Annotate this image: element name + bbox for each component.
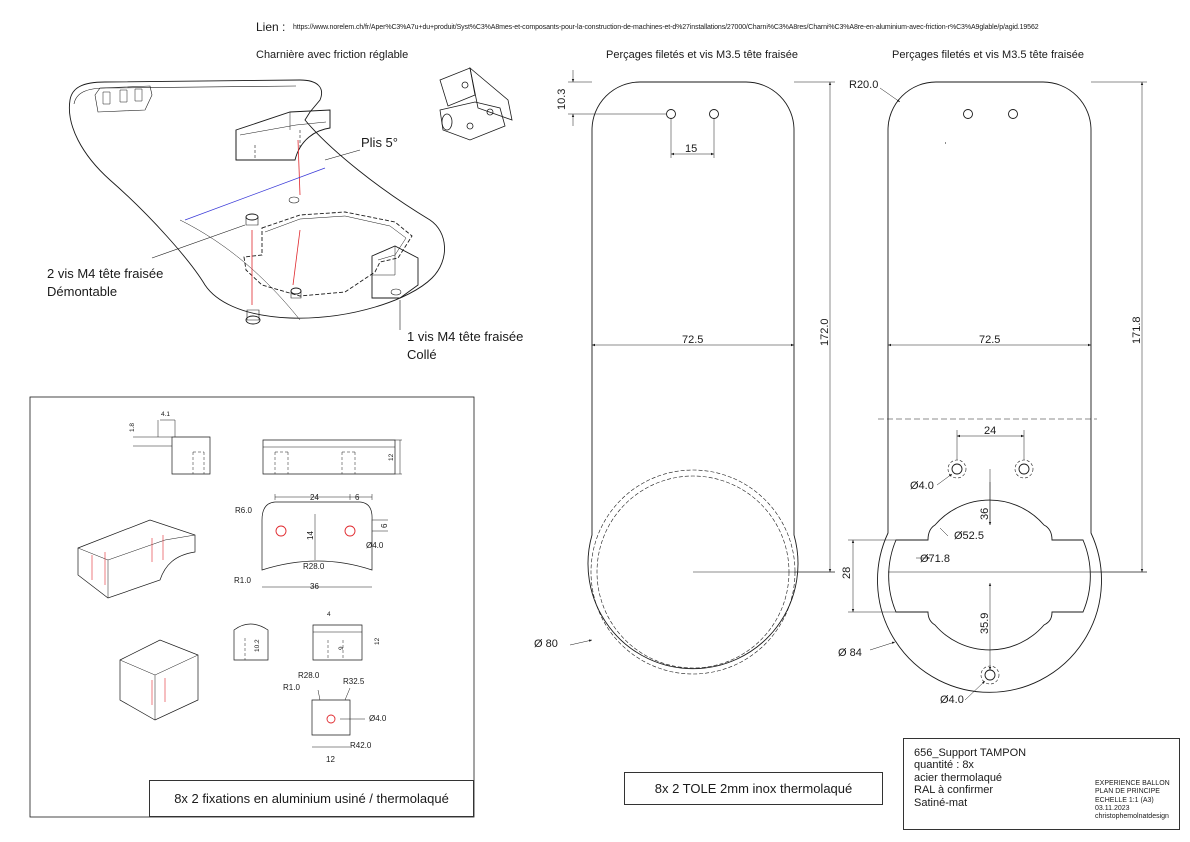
plate1-dim-width: 72.5 [682, 334, 704, 346]
fix-dim-r6: R6.0 [235, 506, 252, 515]
plate2-dim-hole-b: Ø4.0 [940, 694, 964, 706]
tole-caption: 8x 2 TOLE 2mm inox thermolaqué [624, 772, 883, 805]
plate2-drawing [848, 81, 1147, 701]
fixations-panel [29, 396, 475, 818]
fix-dim-4a: Ø4.0 [366, 541, 384, 550]
fix-dim-14: 14 [306, 531, 315, 540]
plate2-dim-71-8: Ø71.8 [920, 553, 950, 565]
fix-dim-12c: 12 [326, 755, 335, 764]
fix-dim-r28a: R28.0 [303, 562, 325, 571]
hinge-sketch [439, 66, 513, 141]
product-link[interactable]: https://www.norelem.ch/fr/Aper%C3%A7u+du… [293, 24, 1039, 31]
plan-type: PLAN DE PRINCIPE [1095, 788, 1160, 796]
plate2-dim-hole-spacing: 24 [984, 425, 997, 437]
plate2-dim-radius: R20.0 [849, 79, 879, 91]
fix-dim-24: 24 [310, 493, 319, 502]
fix-dim-4-1: 4.1 [161, 411, 171, 418]
screw1-label-line2: Collé [407, 347, 437, 362]
plate1-dim-hole-spacing: 15 [685, 143, 698, 155]
plan-date: 03.11.2023 [1095, 804, 1130, 812]
screw2-label-line1: 2 vis M4 tête fraisée [47, 266, 164, 281]
fix-dim-r28b: R28.0 [298, 671, 320, 680]
plate2-dim-28: 28 [841, 566, 853, 579]
fix-dim-r42: R42.0 [350, 741, 372, 750]
fix-dim-r1a: R1.0 [234, 576, 251, 585]
plate1-section-title: Perçages filetés et vis M3.5 tête fraisé… [606, 49, 798, 61]
fix-dim-12a: 12 [388, 453, 395, 461]
plan-scale: ECHELLE 1:1 (A3) [1095, 796, 1154, 804]
title-block: 656_Support TAMPON quantité : 8x acier t… [903, 738, 1180, 830]
plate2-dim-52-5: Ø52.5 [954, 530, 984, 542]
part-finish: Satiné-mat [914, 796, 968, 809]
plate2-dim-height: 171.8 [1131, 316, 1143, 344]
fix-dim-9: 9 [338, 646, 345, 650]
fix-dim-1-8: 1.8 [129, 422, 136, 432]
part-name: 656_Support TAMPON [914, 747, 1027, 759]
plate2-dim-36: 36 [979, 507, 991, 520]
fix-dim-36: 36 [310, 582, 319, 591]
project-name: EXPERIENCE BALLON [1095, 780, 1170, 787]
fix-dim-12b: 12 [374, 637, 381, 645]
plate1-dim-diameter: Ø 80 [534, 638, 558, 650]
plate2-dim-diameter: Ø 84 [838, 647, 862, 659]
fix-dim-10-2: 10.2 [254, 639, 261, 652]
link-label: Lien : [256, 20, 286, 34]
plate1-dim-top: 10.3 [556, 88, 568, 110]
iso-assembly-view [68, 79, 445, 330]
hinge-section-title: Charnière avec friction réglable [256, 49, 409, 61]
screw1-label-line1: 1 vis M4 tête fraisée [407, 329, 524, 344]
fix-dim-6a: 6 [355, 493, 360, 502]
plate2-dim-width: 72.5 [979, 334, 1001, 346]
part-material: acier thermolaqué [914, 771, 1003, 784]
fold-angle-label: Plis 5° [361, 135, 398, 150]
fix-dim-4: 4 [327, 611, 331, 618]
plate1-drawing [568, 70, 835, 675]
plan-author: christophemolnatdesign [1095, 813, 1169, 821]
fix-dim-r1b: R1.0 [283, 683, 300, 692]
fixations-caption: 8x 2 fixations en aluminium usiné / ther… [149, 780, 474, 817]
plate2-dim-hole-a: Ø4.0 [910, 480, 934, 492]
plate2-dim-35-9: 35.9 [979, 612, 991, 634]
part-quantity: quantité : 8x [914, 759, 974, 772]
part-ral: RAL à confirmer [914, 784, 994, 797]
plate2-section-title: Perçages filetés et vis M3.5 tête fraisé… [892, 49, 1084, 61]
plate1-dim-height: 172.0 [819, 318, 831, 346]
fix-dim-4b: Ø4.0 [369, 714, 387, 723]
screw2-label-line2: Démontable [47, 284, 118, 299]
fix-dim-6b: 6 [380, 523, 389, 528]
fix-dim-r32: R32.5 [343, 677, 365, 686]
